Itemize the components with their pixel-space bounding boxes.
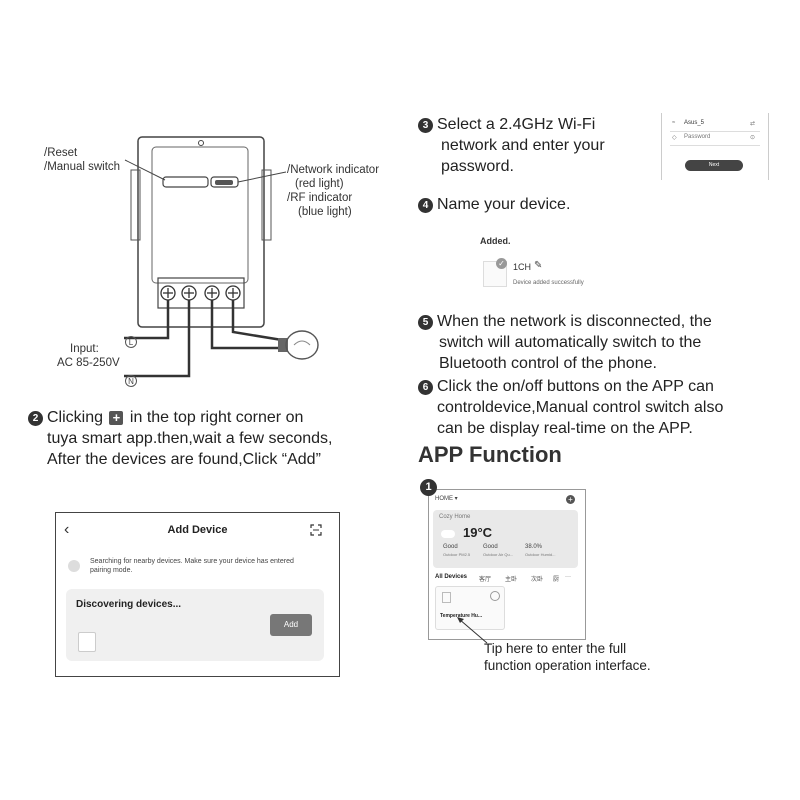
- wifi-screen: ≈ Asus_5 ⇄ ◇ Password ⊙ Next: [661, 113, 769, 180]
- step-2: 2 Clicking + in the top right corner on t…: [28, 407, 398, 470]
- step-2-line-3: After the devices are found,Click “Add”: [47, 451, 321, 468]
- searching-text: Searching for nearby devices. Make sure …: [90, 558, 294, 574]
- device-icon: [442, 592, 451, 603]
- tab-living-room[interactable]: 客厅: [479, 577, 492, 583]
- add-plus-icon[interactable]: +: [566, 495, 575, 504]
- svg-text:L: L: [129, 338, 134, 347]
- step-5-line-3: Bluetooth control of the phone.: [439, 355, 657, 372]
- lock-icon: ◇: [672, 135, 677, 141]
- svg-text:N: N: [128, 377, 134, 386]
- tip-line-1: Tip here to enter the full: [484, 641, 627, 656]
- switch-icon: ⇄: [750, 121, 756, 127]
- humidity-value: 38.0%: [525, 544, 543, 550]
- device-image: ✓: [483, 258, 507, 287]
- l-terminal-symbol: L: [125, 336, 137, 348]
- device-card[interactable]: Temperature Hu...: [435, 586, 505, 630]
- step-number: 6: [418, 380, 433, 395]
- step-3-line-3: password.: [441, 158, 514, 175]
- success-text: Device added successfully: [513, 280, 584, 286]
- step-3-line-2: network and enter your: [441, 137, 605, 154]
- step-6-line-3: can be display real-time on the APP.: [437, 420, 693, 437]
- edit-icon[interactable]: ✎: [534, 260, 543, 271]
- device-name: 1CH: [513, 262, 532, 272]
- eye-icon: ⊙: [750, 135, 756, 141]
- wifi-icon: ≈: [672, 120, 676, 126]
- step-2-text-a: Clicking: [47, 409, 104, 426]
- temperature-value: 19°C: [463, 525, 493, 540]
- tip-arrow: [457, 617, 488, 644]
- network-indicator-label: /Network indicator: [287, 164, 380, 176]
- more-tabs-icon[interactable]: ···: [565, 574, 571, 580]
- chevron-left-icon[interactable]: ‹: [64, 521, 70, 538]
- add-device-title: Add Device: [167, 524, 228, 536]
- step-marker-1: 1: [420, 479, 437, 496]
- searching-spinner-icon: [68, 560, 80, 572]
- added-label: Added.: [480, 236, 511, 246]
- next-button[interactable]: Next: [685, 160, 743, 171]
- discovered-devices-panel: Discovering devices... Add: [66, 589, 324, 661]
- add-device-screen: ‹ Add Device Searching for nearby device…: [55, 512, 340, 677]
- tip-text: Tip here to enter the full function oper…: [484, 640, 651, 674]
- ac-voltage-label: AC 85-250V: [57, 357, 120, 369]
- step-6: 6 Click the on/off buttons on the APP can…: [418, 376, 788, 439]
- app-function-heading: APP Function: [418, 442, 562, 467]
- air-quality-value: Good: [483, 544, 498, 550]
- discovering-label: Discovering devices...: [76, 599, 182, 610]
- humidity-label: Outdoor Humid...: [525, 552, 556, 557]
- blue-light-label: (blue light): [298, 206, 352, 218]
- check-icon: ✓: [496, 258, 507, 269]
- reset-label: /Reset: [44, 147, 78, 159]
- home-selector[interactable]: HOME ▾: [435, 496, 458, 502]
- input-label: Input:: [70, 343, 99, 355]
- rf-indicator-label: /RF indicator: [287, 192, 353, 204]
- step-3-line-1: Select a 2.4GHz Wi-Fi: [437, 116, 596, 133]
- tip-line-2: function operation interface.: [484, 658, 651, 673]
- step-5: 5 When the network is disconnected, the s…: [418, 311, 788, 374]
- pm25-label: Outdoor PM2.5: [443, 552, 471, 557]
- step-3: 3 Select a 2.4GHz Wi-Fi network and enter…: [418, 114, 658, 177]
- air-quality-label: Outdoor Air Qu...: [483, 552, 514, 557]
- weather-card: Cozy Home 19°C Good Outdoor PM2.5 Good O…: [433, 510, 578, 568]
- scan-icon[interactable]: [310, 523, 322, 536]
- cozy-home-label: Cozy Home: [439, 514, 471, 520]
- bulb-icon: [278, 330, 319, 360]
- tab-kitchen[interactable]: 厨: [553, 577, 560, 583]
- password-field[interactable]: Password: [684, 134, 711, 140]
- add-button[interactable]: Add: [270, 614, 312, 636]
- device-card-name: Temperature Hu...: [440, 613, 483, 619]
- step-5-line-2: switch will automatically switch to the: [439, 334, 702, 351]
- manual-switch-label: /Manual switch: [44, 161, 121, 173]
- step-4-text: Name your device.: [437, 196, 571, 213]
- n-terminal-symbol: N: [125, 375, 137, 387]
- cloud-icon: [441, 530, 455, 538]
- app-home-screen: HOME ▾ + Cozy Home 19°C Good Outdoor PM2…: [428, 489, 586, 640]
- power-icon[interactable]: [490, 591, 500, 601]
- step-number: 5: [418, 315, 433, 330]
- wiring-diagram-graphic: L N: [124, 136, 319, 387]
- step-2-text-b: in the top right corner on: [129, 409, 304, 426]
- step-number: 3: [418, 118, 433, 133]
- step-number: 4: [418, 198, 433, 213]
- step-6-line-1: Click the on/off buttons on the APP can: [437, 378, 714, 395]
- plus-icon: +: [109, 411, 124, 425]
- step-4: 4 Name your device.: [418, 194, 570, 215]
- tab-master-bedroom[interactable]: 主卧: [505, 577, 518, 583]
- pm25-value: Good: [443, 544, 458, 550]
- tab-all-devices[interactable]: All Devices: [435, 574, 468, 580]
- device-thumbnail-icon: [78, 632, 96, 652]
- step-number: 2: [28, 411, 43, 426]
- wifi-ssid: Asus_5: [684, 120, 705, 126]
- step-5-line-1: When the network is disconnected, the: [437, 313, 712, 330]
- step-2-line-2: tuya smart app.then,wait a few seconds,: [47, 430, 333, 447]
- step-6-line-2: controldevice,Manual control switch also: [437, 399, 724, 416]
- wiring-diagram: L N: [0, 100, 400, 400]
- red-light-label: (red light): [295, 178, 344, 190]
- tab-second-bedroom[interactable]: 次卧: [531, 577, 544, 583]
